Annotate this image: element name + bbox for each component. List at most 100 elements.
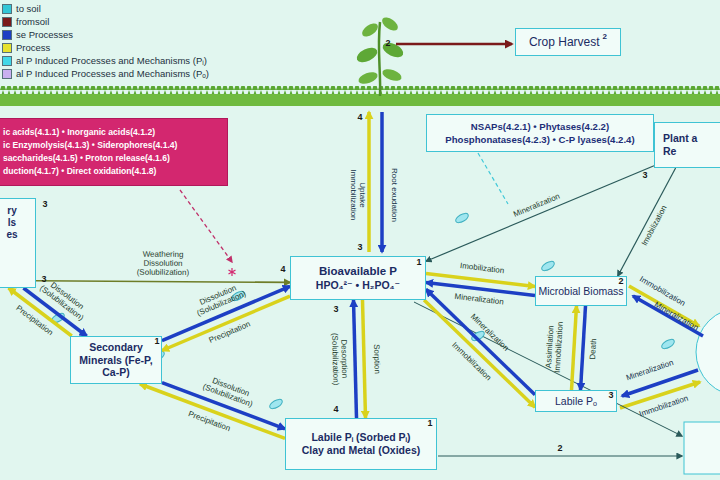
flow-arrow: [36, 281, 290, 283]
exudation-arrow: [380, 112, 384, 252]
flow-arrow: [363, 300, 366, 418]
legend-swatch: [2, 56, 12, 66]
pool-box: Microbial Biomass: [535, 276, 627, 306]
node-text: Re: [663, 145, 676, 158]
flow-arrow: [571, 306, 576, 390]
flow-arrow: [426, 289, 535, 394]
flow-label: Imobilization: [640, 205, 669, 248]
flow-label: Uptake Immobilization: [348, 164, 366, 226]
legend-text: fromsoil: [16, 16, 49, 27]
callout-number: 4: [280, 265, 285, 275]
grass-band: [0, 86, 720, 95]
flow-arrow: [353, 300, 356, 418]
pool-box: ry ls es: [0, 198, 36, 288]
uptake-arrow: [367, 112, 371, 252]
flow-label: Imobilization: [459, 262, 504, 276]
plant-leaf: [354, 45, 379, 65]
node-text: saccharides(4.1.5) • Proton release(4.1.…: [3, 152, 170, 165]
legend-row: fromsoil: [2, 15, 209, 28]
flow-arrow: [581, 306, 586, 390]
loss-line: [438, 456, 682, 457]
mechanism-box: ic acids(4.1.1) • Inorganic acids(4.1.2)…: [0, 118, 228, 186]
callout-number: 2: [557, 444, 562, 454]
callout-number: 2: [385, 39, 390, 49]
callout-number: 3: [42, 200, 47, 210]
legend-swatch: [2, 69, 12, 79]
node-text: Crop Harvest: [529, 35, 600, 49]
callout-number: 1: [427, 419, 432, 429]
callout-number: 2: [618, 277, 623, 287]
asterisk-mark: [229, 270, 236, 274]
pool-box: Secondary Minerals (Fe-P, Ca-P): [70, 336, 162, 384]
microbe-icon: [660, 337, 676, 350]
microbe-icon: [268, 397, 284, 410]
legend-swatch: [2, 43, 12, 53]
node-text: Labile Pₒ: [555, 395, 597, 408]
plant-leaf: [381, 67, 403, 83]
node-text: ic acids(4.1.1) • Inorganic acids(4.1.2): [3, 126, 155, 139]
callout-number: 3: [642, 171, 647, 181]
flow-label: Assimilation Immobilization: [544, 316, 565, 377]
pool-box: Labile Pᵢ (Sorbed Pᵢ)Clay and Metal (Oxi…: [285, 418, 437, 470]
flow-arrow: [426, 283, 535, 296]
flow-label: Mineralization: [454, 293, 504, 308]
callout-number: 3: [608, 391, 613, 401]
node-text: Bioavailable P: [319, 265, 397, 279]
node-text: 2: [603, 32, 607, 42]
node-text: HPO₄²⁻ • H₂PO₄⁻: [316, 279, 400, 292]
flow-label: Root exudation: [390, 168, 399, 222]
output-box: Crop Harvest2: [515, 28, 621, 56]
flow-label: Mineralization: [625, 359, 675, 383]
flow-label: Immobilization: [638, 395, 689, 420]
legend-text: to soil: [16, 3, 41, 14]
node-text: Secondary Minerals (Fe-P, Ca-P): [71, 341, 161, 379]
node-text: NSAPs(4.2.1) • Phytases(4.2.2): [471, 120, 609, 133]
node-text: Plant a: [663, 132, 697, 145]
flow-label: Dissolution (Solubilization): [193, 371, 265, 412]
flow-label: Precipitation: [13, 304, 53, 338]
cropped-pool: [684, 422, 720, 474]
residue-box: Plant aRe: [654, 122, 720, 168]
node-text: Clay and Metal (Oxides): [302, 444, 420, 457]
flow-label: Mineralization: [468, 313, 510, 354]
flow-arrow: [618, 168, 676, 276]
callout-number: 1: [416, 258, 421, 268]
legend-row: al P Induced Processes and Mechanisms (P…: [2, 67, 209, 80]
asterisk-mark: [229, 270, 236, 274]
node-text: Microbial Biomass: [538, 285, 623, 298]
pool-box: Labile Pₒ: [535, 390, 617, 412]
flow-label: Precipitation: [208, 321, 252, 346]
legend-text: al P Induced Processes and Mechanisms (P…: [16, 55, 207, 66]
flow-label: Death: [589, 338, 599, 360]
plant-leaf: [380, 15, 400, 34]
callout-number: 3: [333, 305, 338, 315]
callout-number: 1: [154, 337, 159, 347]
legend-swatch: [2, 17, 12, 27]
microbe-icon: [454, 211, 470, 224]
dashed-leader: [478, 153, 508, 204]
microbe-icon: [540, 259, 556, 272]
flow-arrow: [426, 166, 654, 262]
plant-leaf: [360, 21, 380, 40]
grass-band: [0, 94, 720, 106]
plant-stem: [379, 22, 380, 96]
legend-row: Process: [2, 41, 209, 54]
flow-label: Sorption: [371, 344, 381, 374]
node-text: duction(4.1.7) • Direct oxidation(4.1.8): [3, 165, 156, 178]
flow-arrow: [424, 300, 535, 407]
flow-label: Immobilization: [450, 341, 493, 383]
callout-number: 4: [357, 113, 362, 123]
enzyme-box: NSAPs(4.2.1) • Phytases(4.2.2)Phosphonat…: [426, 114, 654, 152]
legend-row: to soil: [2, 2, 209, 15]
node-text: ic Enzymolysis(4.1.3) • Siderophores(4.1…: [3, 139, 177, 152]
pool-box: Bioavailable PHPO₄²⁻ • H₂PO₄⁻: [290, 256, 426, 300]
legend-swatch: [2, 30, 12, 40]
legend-text: se Processes: [16, 29, 73, 40]
callout-number: 3: [357, 243, 362, 253]
flow-label: Mineralization: [512, 193, 561, 220]
node-text: Labile Pᵢ (Sorbed Pᵢ): [311, 431, 410, 444]
legend-swatch: [2, 4, 12, 14]
harvest-arrow: [396, 43, 512, 46]
legend-text: Process: [16, 42, 50, 53]
